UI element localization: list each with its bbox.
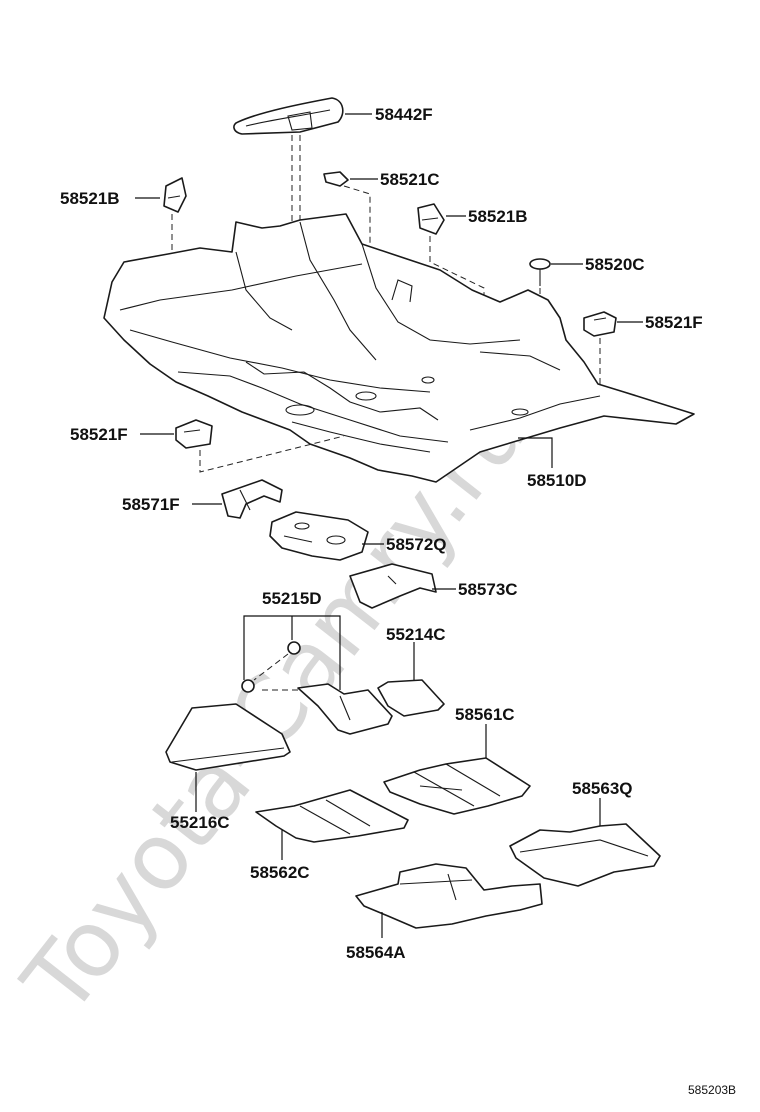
part-58521F-left-drawing[interactable] [175, 419, 213, 449]
label-58573C[interactable]: 58573C [458, 580, 518, 599]
part-58521B-left-drawing[interactable] [163, 177, 187, 213]
label-58564A[interactable]: 58564A [346, 943, 406, 962]
part-58521C-drawing[interactable] [323, 171, 349, 187]
label-58521F-left[interactable]: 58521F [70, 425, 128, 444]
label-58572Q[interactable]: 58572Q [386, 535, 447, 554]
part-58521F-right-drawing[interactable] [583, 311, 617, 337]
part-58442F-drawing[interactable] [233, 97, 344, 135]
label-55215D[interactable]: 55215D [262, 589, 322, 608]
part-58562C-drawing[interactable] [255, 789, 409, 843]
label-58571F[interactable]: 58571F [122, 495, 180, 514]
label-55216C[interactable]: 55216C [170, 813, 230, 832]
label-55214C[interactable]: 55214C [386, 625, 446, 644]
label-58521B-left[interactable]: 58521B [60, 189, 120, 208]
label-58510D[interactable]: 58510D [527, 471, 587, 490]
part-55215D-drawing[interactable] [241, 641, 301, 693]
label-58562C[interactable]: 58562C [250, 863, 310, 882]
part-58571F-drawing[interactable] [221, 479, 283, 519]
part-55214C-drawing[interactable] [297, 679, 445, 735]
part-58561C-drawing[interactable] [383, 757, 531, 815]
part-55216C-drawing[interactable] [165, 703, 291, 771]
label-58561C[interactable]: 58561C [455, 705, 515, 724]
part-58520C-drawing[interactable] [529, 258, 551, 286]
part-58573C-drawing[interactable] [349, 563, 437, 609]
part-58564A-drawing[interactable] [355, 863, 543, 929]
part-58572Q-drawing[interactable] [269, 511, 369, 561]
part-58563Q-drawing[interactable] [509, 823, 661, 887]
part-58510D-drawing[interactable] [103, 213, 695, 483]
diagram-code: 585203B [688, 1083, 736, 1097]
label-58521B-right[interactable]: 58521B [468, 207, 528, 226]
label-58563Q[interactable]: 58563Q [572, 779, 633, 798]
label-58521C[interactable]: 58521C [380, 170, 440, 189]
label-58442F[interactable]: 58442F [375, 105, 433, 124]
label-58520C[interactable]: 58520C [585, 255, 645, 274]
part-58521B-right-drawing[interactable] [417, 203, 445, 235]
label-58521F-right[interactable]: 58521F [645, 313, 703, 332]
